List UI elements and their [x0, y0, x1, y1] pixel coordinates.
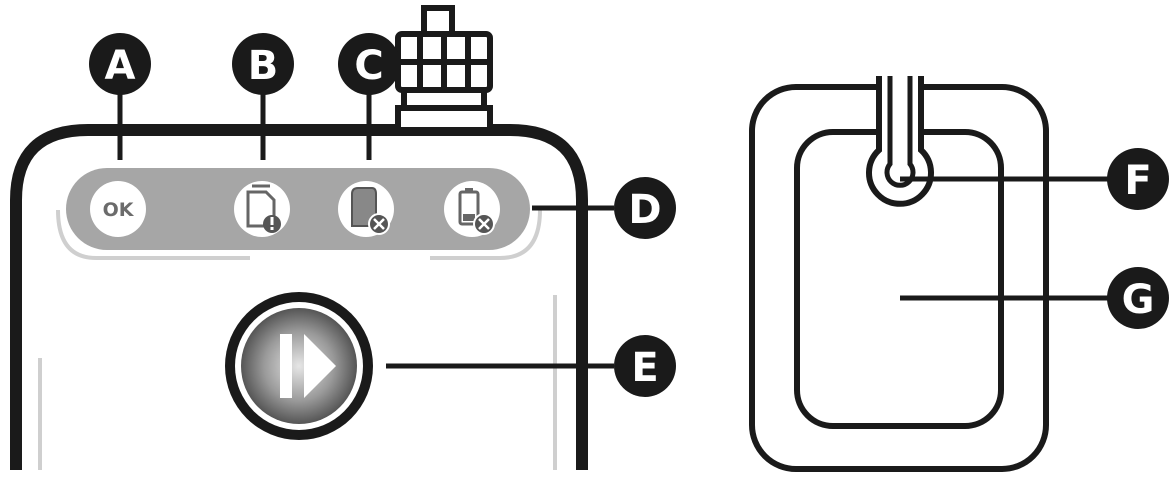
ok-status-icon: OK [90, 181, 146, 237]
callout-g: G [1107, 267, 1169, 329]
svg-text:E: E [631, 345, 658, 391]
play-pause-icon [280, 334, 336, 398]
svg-text:D: D [628, 187, 661, 233]
svg-text:G: G [1122, 277, 1155, 323]
alert-document-icon [234, 181, 290, 237]
status-indicator-bar [66, 168, 530, 250]
battery-error-icon [444, 181, 500, 237]
callout-b: B [232, 33, 294, 95]
callout-f: F [1107, 148, 1169, 210]
svg-text:B: B [248, 43, 279, 89]
device-error-icon [338, 181, 394, 237]
callout-lines [117, 92, 1110, 369]
cannula-tube [866, 76, 934, 207]
callout-e: E [614, 335, 676, 397]
callout-a: A [89, 33, 151, 95]
svg-text:C: C [354, 43, 383, 89]
connector-plug-icon [395, 5, 493, 133]
svg-text:A: A [105, 43, 136, 89]
play-pause-button[interactable] [225, 292, 373, 440]
svg-text:F: F [1124, 158, 1151, 204]
ok-label: OK [103, 199, 135, 221]
callout-c: C [338, 33, 400, 95]
callout-d: D [614, 177, 676, 239]
